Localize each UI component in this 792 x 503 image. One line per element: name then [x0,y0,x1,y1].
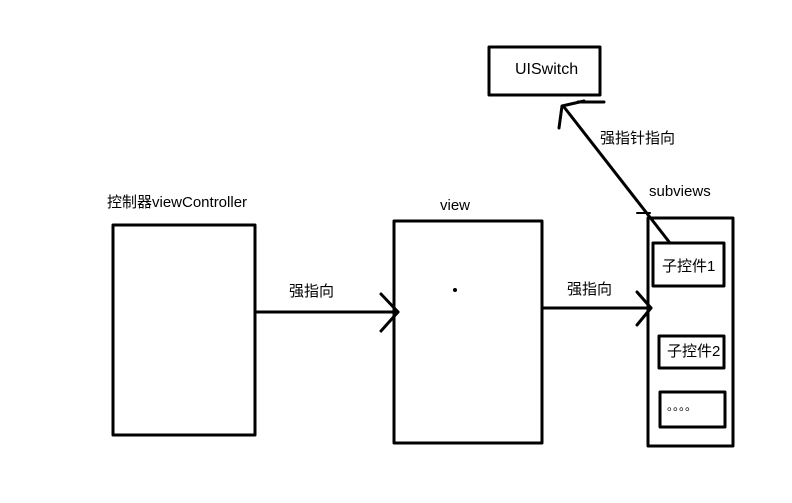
edge-label-view-to-subviews: 强指向 [567,281,613,298]
more-label: 。。。。 [667,399,698,413]
arrowhead-view-to-subviews [635,290,653,327]
child1-label: 子控件1 [662,258,716,275]
controller-box [111,223,257,437]
child2-box [657,334,726,370]
controller-label: 控制器viewController [107,194,248,211]
child2-label: 子控件2 [667,343,721,360]
child1-box [651,241,726,288]
uiswitch-box [487,45,602,97]
uiswitch-label: UISwitch [515,61,579,78]
arrowhead-controller-to-view [379,292,400,333]
view-label: view [440,197,471,214]
view-box [392,219,544,445]
subviews-box [646,216,735,448]
view-dot [453,288,457,292]
edge-label-child1-to-uiswitch: 强指针指向 [600,130,676,147]
arrow-child1-to-uiswitch [562,105,672,245]
more-box [658,390,727,429]
subviews-label: subviews [649,183,711,200]
edge-label-controller-to-view: 强指向 [289,283,335,300]
